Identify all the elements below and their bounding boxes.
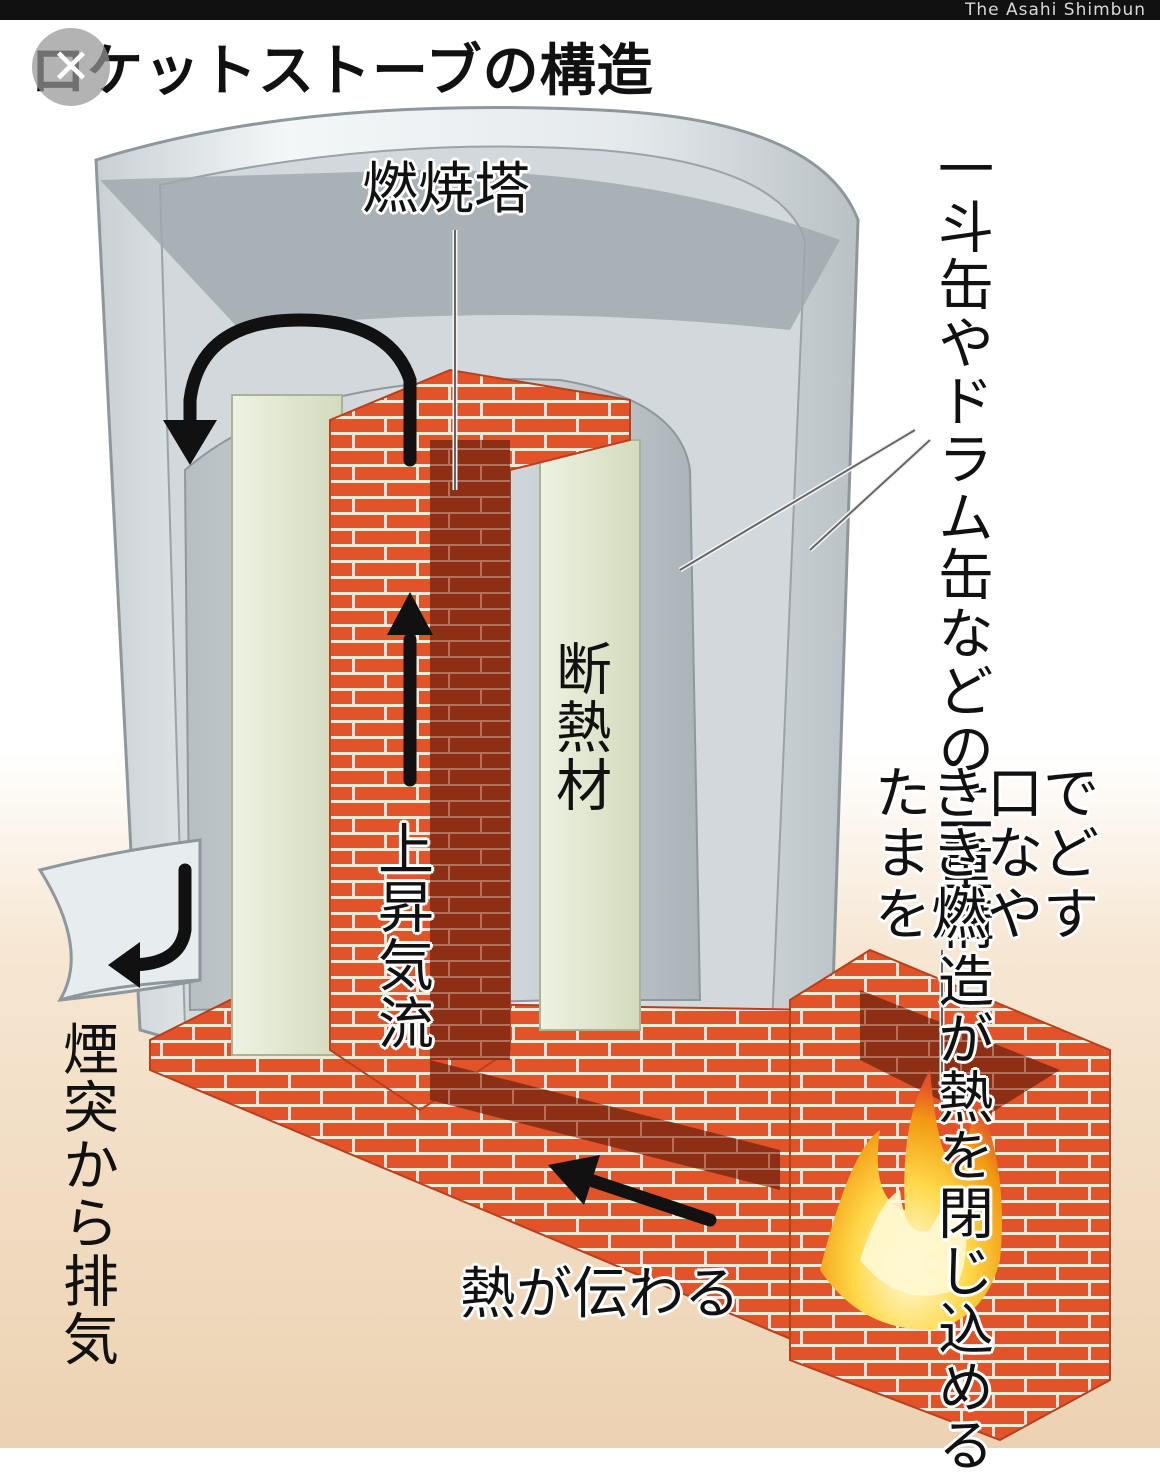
label-updraft: 上昇気流: [368, 820, 434, 1052]
label-chimney-exhaust: 煙突から排気: [53, 1020, 119, 1368]
leader-lines-outline: [454, 230, 943, 1080]
top-loop-arrow: [183, 313, 417, 467]
label-insulation: 断熱材: [546, 640, 612, 814]
airflow-arrows: [123, 313, 717, 1227]
chimney-pipe: [37, 838, 202, 1002]
insulation-left: [231, 394, 343, 1056]
credit-text: The Asahi Shimbun: [964, 0, 1146, 20]
label-heat-transfer: 熱が伝わる: [460, 1262, 740, 1327]
close-icon[interactable]: ✕: [32, 28, 110, 106]
page-title: ロケットストーブの構造: [30, 39, 654, 104]
combustion-tower: [329, 368, 780, 1190]
label-combustion-tower: 燃焼塔: [362, 157, 530, 222]
arrowheads: [108, 420, 600, 1205]
heat-flow-arrow: [583, 1173, 717, 1227]
flame-icon: [820, 1070, 1002, 1330]
label-fuel-inlet: たき口でまきなどを燃やす: [875, 762, 1099, 948]
insulation-right: [539, 439, 641, 1031]
exhaust-arrow: [123, 863, 192, 972]
top-bar: The Asahi Shimbun: [0, 0, 1160, 20]
label-drum-structure: 一斗缶やドラム缶などの二重構造が熱を閉じ込める: [928, 140, 994, 1474]
